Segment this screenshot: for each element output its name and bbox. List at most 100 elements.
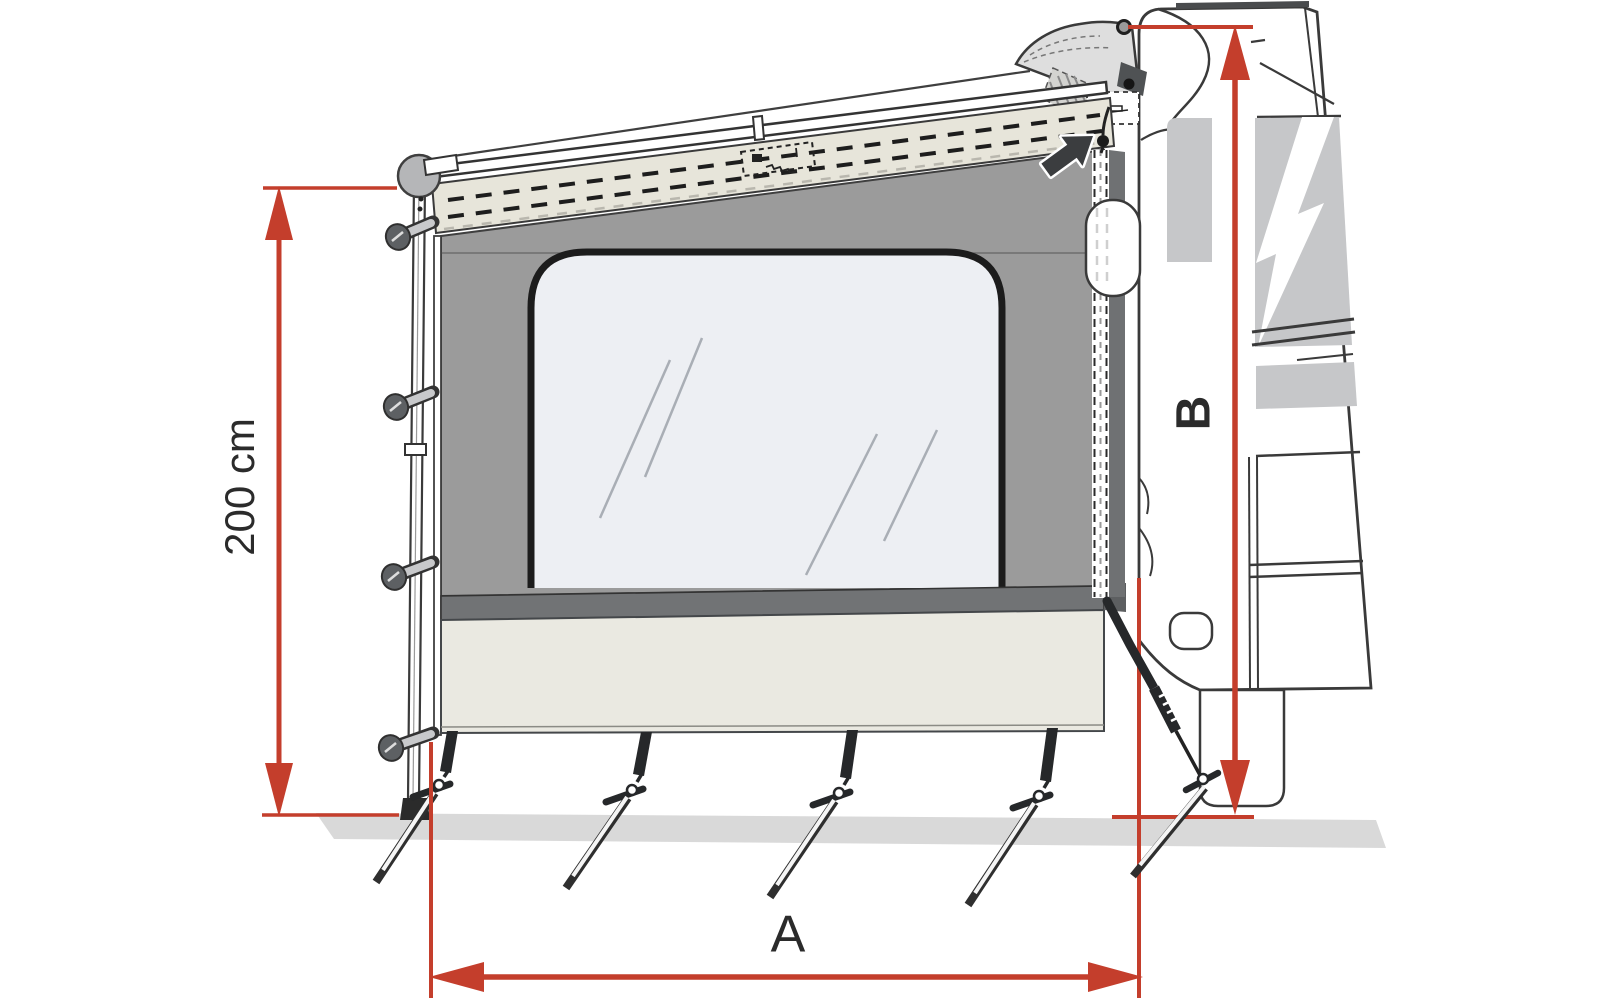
zipper-connection xyxy=(1084,106,1142,598)
stake-link xyxy=(1042,777,1052,789)
cord-knot xyxy=(1097,135,1109,147)
windshield-dash-line xyxy=(1250,38,1266,44)
patch-mark-1 xyxy=(752,154,762,162)
window-trim-line-3 xyxy=(1296,353,1354,361)
window-band-top-line xyxy=(1256,114,1342,119)
arrow-up-right-icon xyxy=(1038,133,1096,180)
pole-peg-3 xyxy=(380,555,440,591)
window-trim-line-2 xyxy=(1251,330,1356,347)
stake-set-4 xyxy=(964,728,1058,908)
step-curve-2 xyxy=(1138,527,1154,577)
stake-hook xyxy=(832,786,846,800)
rope-cord xyxy=(1174,730,1203,778)
valance-label-patch xyxy=(739,140,817,178)
spring-coil-3 xyxy=(1166,707,1176,715)
patch-mark-2 xyxy=(765,163,797,175)
bar-end-fitting xyxy=(422,153,460,177)
patch-mark-3 xyxy=(795,147,798,158)
tension-strap xyxy=(633,732,652,776)
stitch-row-gray xyxy=(443,140,1107,231)
stake-shaft xyxy=(973,801,1036,895)
patch-outline xyxy=(739,140,817,178)
tension-strap xyxy=(1040,728,1058,782)
anchoring xyxy=(372,728,1058,908)
tension-rope xyxy=(1103,598,1158,691)
awning-roof-edge-line xyxy=(432,69,1031,161)
step-curve-1 xyxy=(1138,477,1150,515)
width-label: A xyxy=(771,906,806,964)
peg-knob-slot xyxy=(384,742,397,753)
stake-link xyxy=(442,767,452,778)
dimension-wall-height: B xyxy=(1112,25,1254,819)
rear-stake-shaft xyxy=(1138,785,1206,867)
cord-tail xyxy=(1099,146,1105,154)
lower-window-strip xyxy=(1256,362,1357,409)
zipper-cord xyxy=(1101,106,1111,136)
stake-set-2 xyxy=(562,732,652,891)
wall-height-label: B xyxy=(1168,396,1221,431)
arrowhead-up xyxy=(265,186,293,240)
spring-coil-2 xyxy=(1162,699,1172,707)
reflection-2 xyxy=(643,337,704,478)
ground-shadow xyxy=(316,813,1386,848)
door-seam-line-2 xyxy=(1256,456,1259,689)
spring-coil-1 xyxy=(1158,691,1168,699)
pole-peg-1 xyxy=(384,215,440,251)
stitch-row-1 xyxy=(447,113,1101,202)
roof-rail xyxy=(1176,1,1309,9)
wall-bracket-cover xyxy=(1084,198,1142,298)
skirt-trim-line-1 xyxy=(1248,559,1364,567)
stake-set-1 xyxy=(372,731,458,885)
vehicle xyxy=(1137,1,1373,808)
pole-peg-4 xyxy=(377,726,440,762)
dimension-width: A xyxy=(429,578,1143,998)
reflection-3 xyxy=(804,433,879,576)
cap-bolt-1 xyxy=(418,196,424,202)
skirt-hem-line xyxy=(440,724,1105,728)
cap-bolt-2 xyxy=(417,206,423,212)
pole-collar xyxy=(404,443,427,456)
tension-strap xyxy=(840,730,858,779)
stake-shaft xyxy=(571,795,629,878)
cab-swoosh-line xyxy=(1157,7,1211,125)
panel-left-hem xyxy=(433,235,442,736)
stake-hook xyxy=(1032,789,1046,803)
door-handle xyxy=(1168,611,1214,651)
window-reflections xyxy=(598,337,939,576)
panel-window xyxy=(531,252,1002,588)
rope-spring xyxy=(1149,685,1181,734)
pole-height-label: 200 cm xyxy=(216,418,263,556)
pole-center-seam xyxy=(412,181,420,801)
reflection-1 xyxy=(598,359,672,519)
reflection-4 xyxy=(882,429,939,542)
case-bracket xyxy=(1117,62,1147,96)
pole-peg-2 xyxy=(382,385,440,421)
peg-knob-slot xyxy=(387,571,400,582)
vehicle-body-outline xyxy=(1137,5,1373,692)
arrowhead-right xyxy=(1088,962,1143,992)
stake-set-3 xyxy=(766,730,858,900)
spring-coil-4 xyxy=(1170,715,1180,723)
window-trim-line-1 xyxy=(1251,317,1355,334)
arrowhead-left xyxy=(429,962,484,992)
lightning-decal xyxy=(1256,117,1334,347)
cab-corner-line xyxy=(1304,7,1319,118)
door-seam-line-1 xyxy=(1248,456,1251,689)
stake-hook xyxy=(625,783,639,797)
support-pole xyxy=(377,153,460,820)
body-seam-line xyxy=(1255,450,1361,458)
panel-window-frame xyxy=(527,248,1006,588)
front-side-window xyxy=(1167,118,1212,262)
rear-guy-rope xyxy=(1102,596,1222,879)
rear-stake-hook xyxy=(1196,772,1210,786)
peg-knob-slot xyxy=(389,401,402,412)
skirt-trim-line-2 xyxy=(1248,571,1364,579)
rafter-pin xyxy=(751,114,766,142)
case-seam-dashed xyxy=(1029,35,1101,56)
stake-shaft xyxy=(381,790,436,872)
dimension-pole-height: 200 cm xyxy=(216,186,399,817)
side-panel xyxy=(433,148,1126,736)
panel-skirt xyxy=(440,608,1105,735)
